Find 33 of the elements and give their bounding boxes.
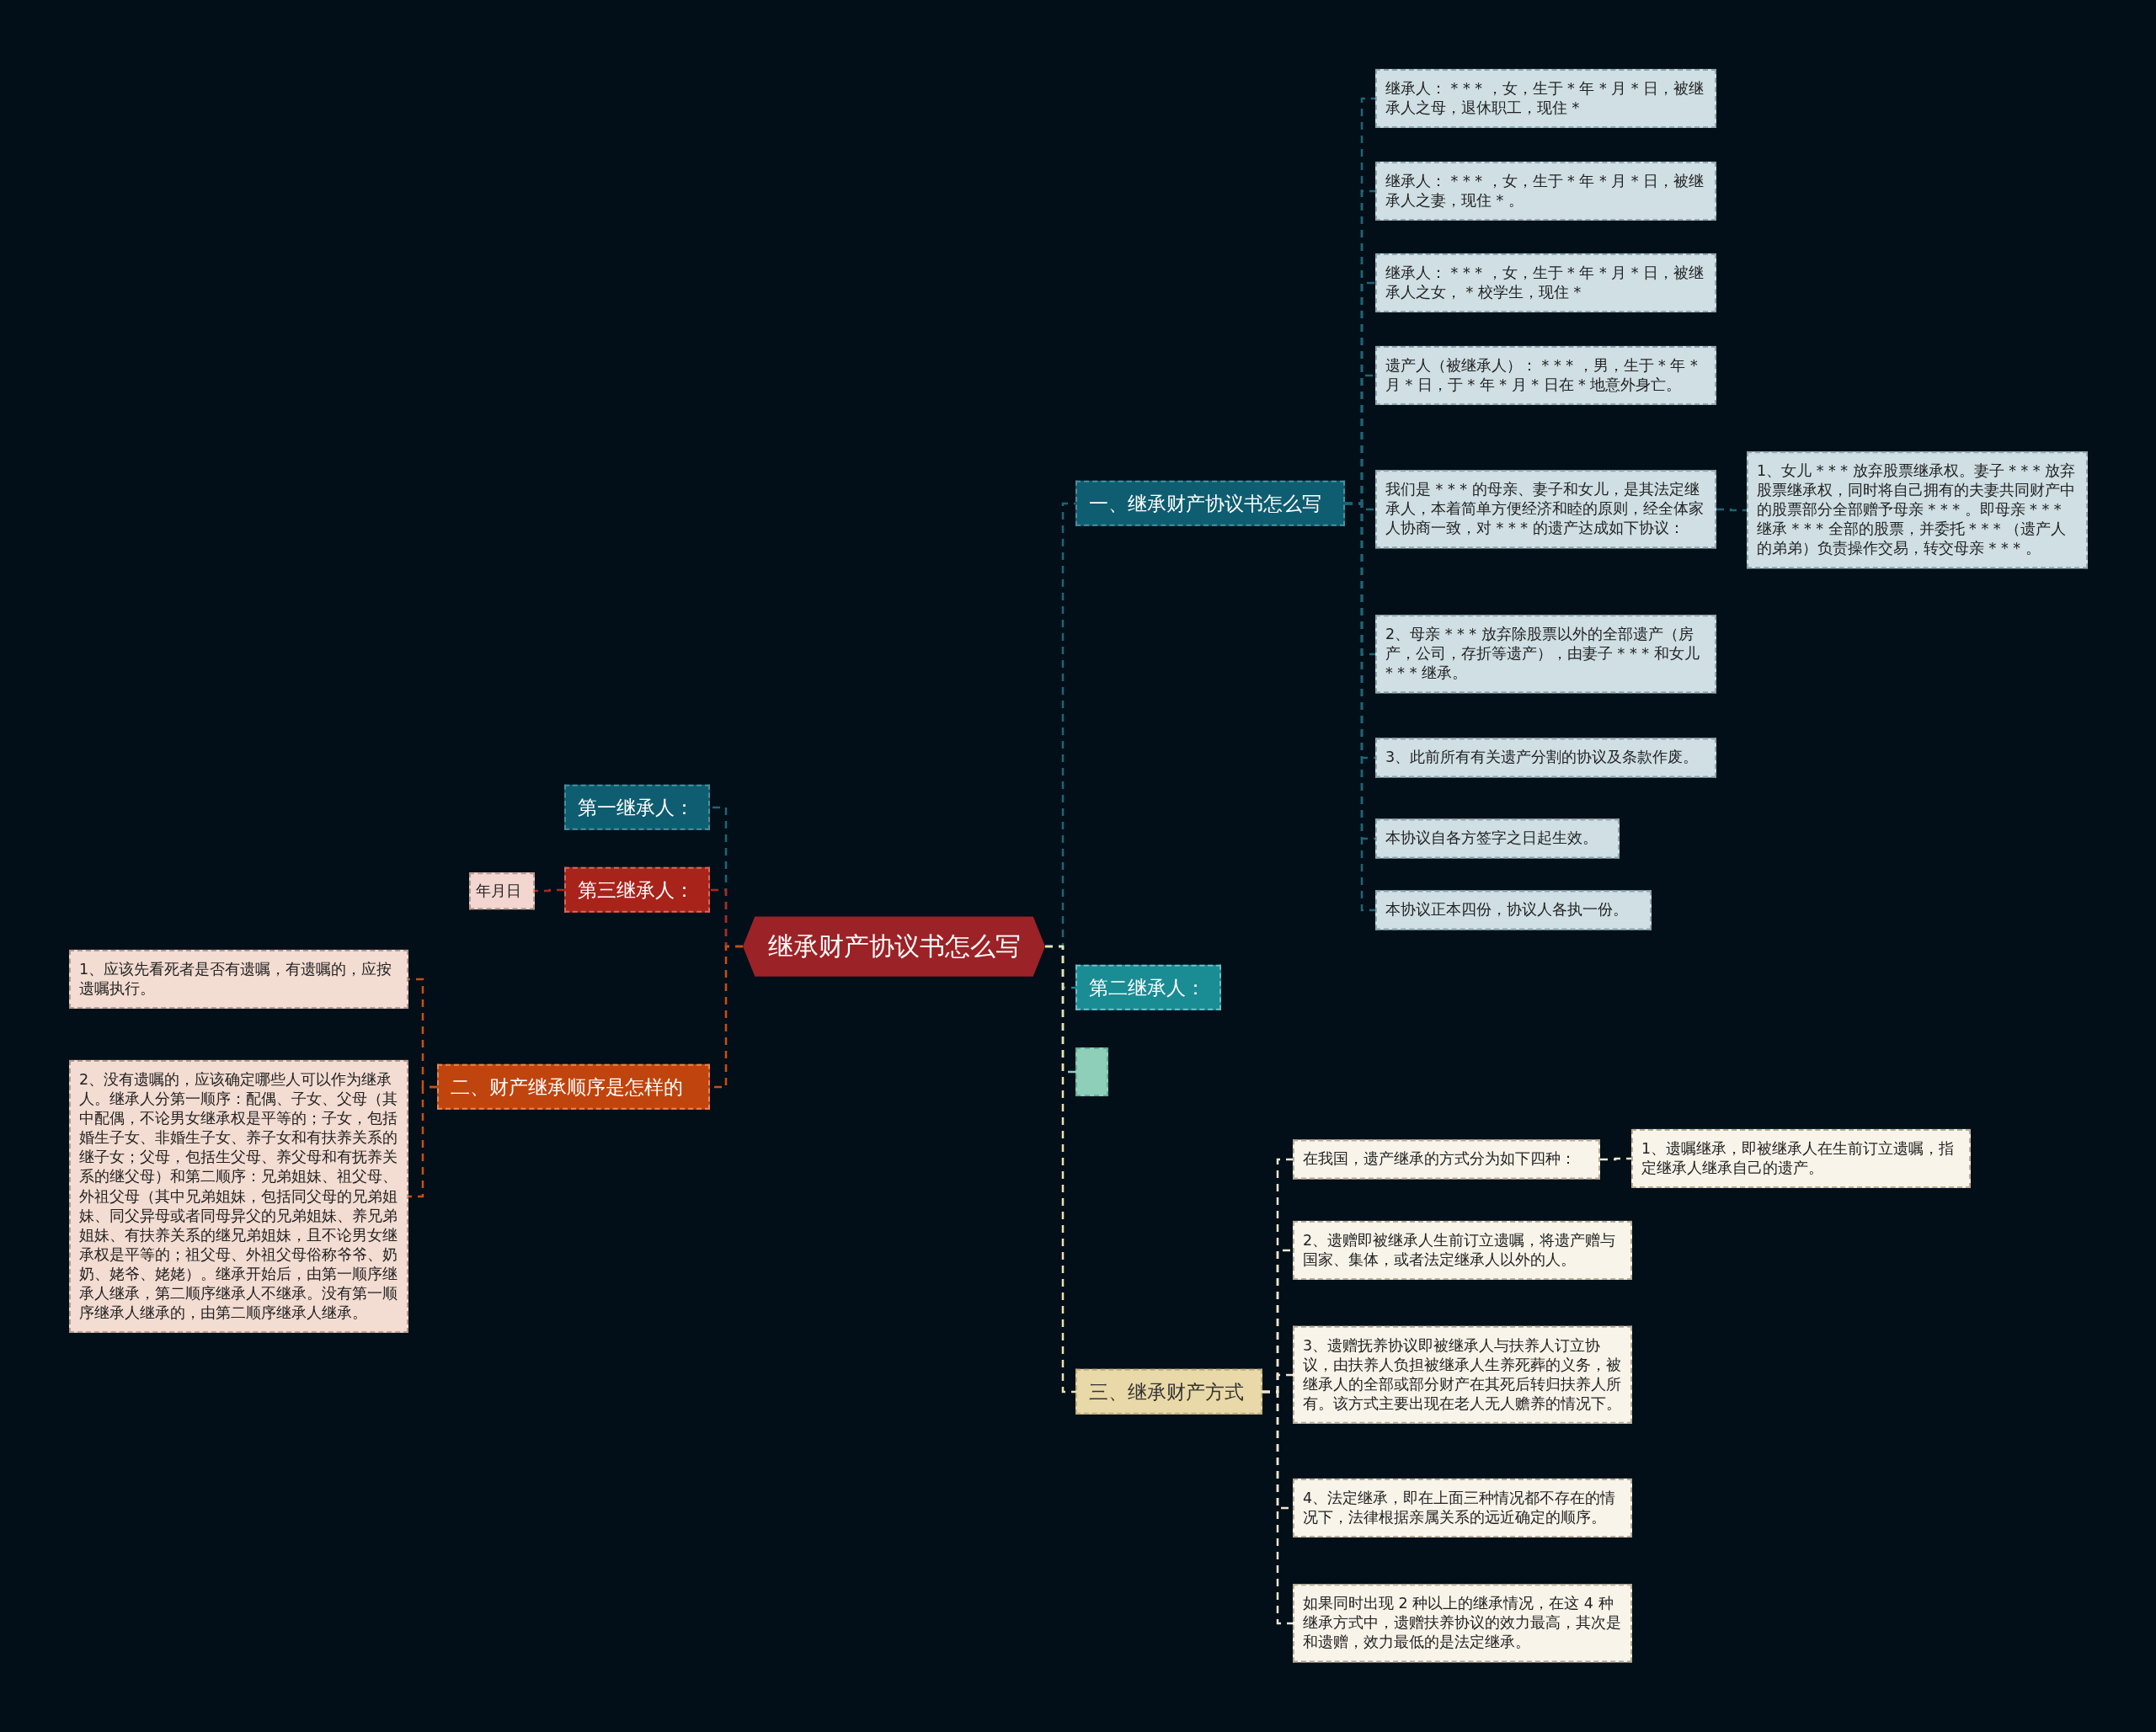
text-box: 本协议自各方签字之日起生效。 xyxy=(1375,818,1620,859)
connector-line xyxy=(1045,945,1075,1394)
text-box: 4、法定继承，即在上面三种情况都不存在的情况下，法律根据亲属关系的远近确定的顺序。 xyxy=(1293,1478,1632,1538)
text-box: 在我国，遗产继承的方式分为如下四种： xyxy=(1293,1139,1600,1180)
text-box: 1、遗嘱继承，即被继承人在生前订立遗嘱，指定继承人继承自己的遗产。 xyxy=(1631,1128,1971,1189)
text-box: 2、母亲 * * * 放弃除股票以外的全部遗产（房产，公司，存折等遗产），由妻子 * * * 和女儿 * * * 继承。 xyxy=(1375,615,1716,694)
text-box: 2、遗赠即被继承人生前订立遗嘱，将遗产赠与国家、集体，或者法定继承人以外的人。 xyxy=(1293,1220,1632,1281)
connector-line xyxy=(1600,1157,1631,1161)
text-box: 如果同时出现 2 种以上的继承情况，在这 4 种继承方式中，遗赠扶养协议的效力最高，其次是和遗赠，效力最低的是法定继承。 xyxy=(1293,1584,1632,1663)
topic-box: 二、财产继承顺序是怎样的 xyxy=(437,1063,710,1111)
connector-line xyxy=(1262,1390,1293,1625)
text-box: 继承人： * * * ，女，生于 * 年 * 月 * 日，被继承人之妻，现住 * 。 xyxy=(1375,161,1716,221)
text-box: 本协议正本四份，协议人各执一份。 xyxy=(1375,890,1652,930)
topic-box: 第三继承人： xyxy=(564,866,710,914)
text-box: 继承人： * * * ，女，生于 * 年 * 月 * 日，被继承人之母，退休职工，现住 * xyxy=(1375,68,1716,129)
topic-box: 一、继承财产协议书怎么写 xyxy=(1075,480,1345,527)
central-topic: 继承财产协议书怎么写 xyxy=(743,916,1045,977)
text-box: 遗产人（被继承人）： * * * ，男，生于 * 年 * 月 * 日，于 * 年 * 月 * 日在 * 地意外身亡。 xyxy=(1375,345,1716,406)
connector-line xyxy=(408,1085,437,1198)
text-box: 3、遗赠抚养协议即被继承人与扶养人订立协议，由扶养人负担被继承人生养死葬的义务，被继承人的全部或部分财产在其死后转归扶养人所有。该方式主要出现在老人无人赡养的情况下。 xyxy=(1293,1325,1632,1425)
text-box: 年月日 xyxy=(469,872,535,909)
text-box: 继承人： * * * ，女，生于 * 年 * 月 * 日，被继承人之女， * 校学生，现住 * xyxy=(1375,253,1716,313)
text-box: 2、没有遗嘱的，应该确定哪些人可以作为继承人。继承人分第一顺序：配偶、子女、父母（其中配偶，不论男女继承权是平等的；子女，包括婚生子女、非婚生子女、养子女和有扶养关系的继子女；父母，包括生父母、养父母和有抚养关系的继父母）和第二顺序：兄弟姐妹、祖父母、外祖父母（其中兄弟姐妹，包括同父母的兄弟姐妹、同父异母或者同母异父的兄弟姐妹、养兄弟姐妹、有扶养关系的继兄弟姐妹，且不论男女继承权是平等的；祖父母、外祖父母俗称爷爷、奶奶、姥爷、姥姥）。继承开始后，由第一顺序继承人继承，第二顺序继承人不继承。没有第一顺序继承人继承的，由第二顺序继承人继承。 xyxy=(69,1059,408,1334)
text-box: 1、女儿 * * * 放弃股票继承权。妻子 * * * 放弃股票继承权，同时将自己拥有的夫妻共同财产中的股票部分全部赠予母亲 * * * 。即母亲 * * * 继承 * * * 全部的股票，并委托 * * * （遗产人的弟弟）负责操作交易，转交母亲 * * * 。 xyxy=(1747,451,2088,569)
text-box: 1、应该先看死者是否有遗嘱，有遗嘱的，应按遗嘱执行。 xyxy=(69,949,408,1010)
empty-box xyxy=(1075,1047,1108,1096)
topic-box: 第二继承人： xyxy=(1075,964,1221,1011)
connector-line xyxy=(1716,508,1747,512)
topic-box: 三、继承财产方式 xyxy=(1075,1368,1262,1415)
topic-box: 第一继承人： xyxy=(564,784,710,831)
text-box: 3、此前所有有关遗产分割的协议及条款作废。 xyxy=(1375,738,1716,778)
connector-line xyxy=(535,888,564,893)
text-box: 我们是 * * * 的母亲、妻子和女儿，是其法定继承人，本着简单方便经济和睦的原则，经全体家人协商一致，对 * * * 的遗产达成如下协议： xyxy=(1375,470,1716,549)
